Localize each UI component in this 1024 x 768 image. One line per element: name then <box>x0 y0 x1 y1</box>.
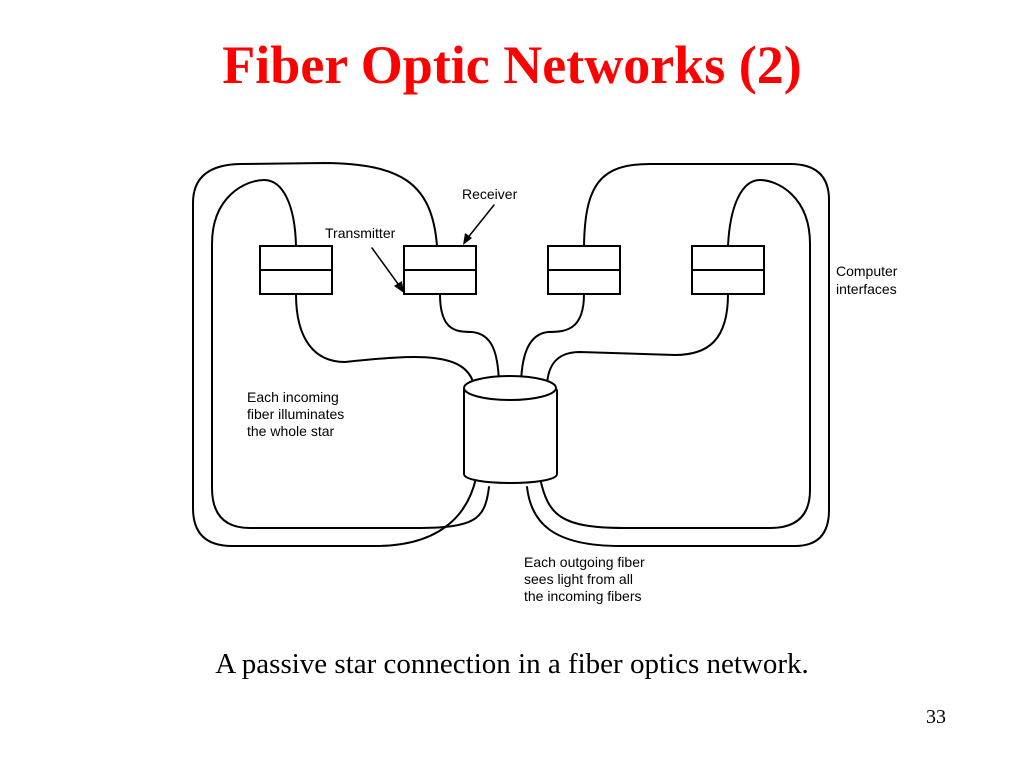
computer-interfaces-label-line-1: Computer <box>836 263 898 279</box>
fiber-4-to-star <box>546 293 729 386</box>
passive-star-coupler <box>463 375 558 484</box>
transmitter-arrow <box>371 247 404 293</box>
incoming-note-line-3: the whole star <box>247 423 334 439</box>
outgoing-note-line-3: the incoming fibers <box>524 588 642 604</box>
incoming-note-line-1: Each incoming <box>247 389 339 405</box>
slide-title: Fiber Optic Networks (2) <box>222 35 802 95</box>
fiber-3-to-star <box>520 293 585 384</box>
fiber-2-to-star <box>439 293 500 384</box>
incoming-note-line-2: fiber illuminates <box>247 406 344 422</box>
receiver-arrow <box>463 204 495 245</box>
slide-caption: A passive star connection in a fiber opt… <box>215 648 809 680</box>
computer-interface-3 <box>547 245 621 295</box>
computer-interfaces-label-line-2: interfaces <box>836 281 897 297</box>
page-number: 33 <box>926 706 946 728</box>
fiber-1-to-star <box>295 293 475 386</box>
left-outer-fiber-loop <box>192 161 477 547</box>
outgoing-note-line-2: sees light from all <box>524 571 633 587</box>
outgoing-note-line-1: Each outgoing fiber <box>524 554 645 570</box>
right-inner-fiber-loop <box>539 178 811 529</box>
transmitter-label: Transmitter <box>325 225 396 241</box>
computer-interface-4 <box>691 245 765 295</box>
right-outer-fiber-loop <box>526 163 830 547</box>
left-inner-fiber-loop <box>211 178 490 529</box>
receiver-label: Receiver <box>462 186 518 202</box>
computer-interface-2 <box>403 245 477 295</box>
computer-interface-1 <box>259 245 333 295</box>
